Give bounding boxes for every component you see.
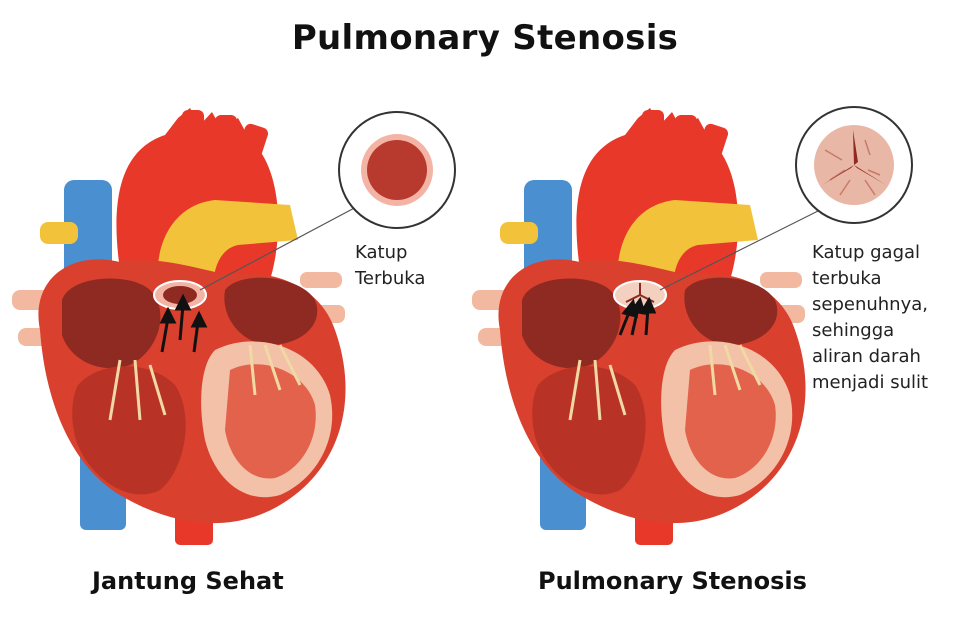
stenosis-heart-illustration — [472, 106, 913, 545]
healthy-heart-illustration — [12, 108, 456, 545]
narrowed-valve-opening — [822, 130, 886, 185]
aorta-branch-1 — [642, 110, 664, 150]
valve-open-lumen — [367, 140, 427, 200]
stenosis-heart-caption: Pulmonary Stenosis — [538, 567, 807, 595]
chordae-tendineae — [568, 344, 762, 421]
pointer-line — [199, 204, 361, 291]
left-atrium — [684, 277, 778, 345]
page-title: Pulmonary Stenosis — [291, 18, 679, 58]
pointer-line — [659, 204, 831, 291]
healthy-heart-panel: Katup Terbuka Jantung Sehat — [12, 108, 456, 595]
heart-drawing — [472, 108, 831, 545]
valve-texture — [824, 139, 881, 196]
fused-valve-leaflets — [625, 283, 655, 303]
left-atrium — [224, 277, 318, 345]
healthy-valve-note: Katup Terbuka — [355, 242, 426, 289]
blood-flow-arrows — [618, 296, 657, 336]
aorta-branch-2 — [215, 115, 237, 155]
healthy-heart-caption: Jantung Sehat — [92, 567, 284, 595]
left-ventricle-wall — [685, 364, 776, 479]
aorta-branch-3 — [235, 123, 269, 167]
stenosis-heart-panel: Katup gagal terbuka sepenuhnya, sehingga… — [470, 0, 955, 630]
pulmonary-artery-left-branch — [40, 222, 78, 244]
stenotic-valve-note: Katup gagal terbuka sepenuhnya, sehingga… — [812, 242, 929, 393]
aorta-branch-2 — [675, 115, 697, 155]
right-ventricle — [532, 366, 646, 495]
pulmonary-vein-right-upper — [300, 272, 342, 288]
pulmonary-artery-left-branch — [500, 222, 538, 244]
pulmonary-vein-right-upper — [760, 272, 802, 288]
left-ventricle-wall — [225, 364, 316, 479]
aorta-branch-3 — [695, 123, 729, 167]
right-atrium — [62, 278, 161, 369]
aorta-branch-1 — [182, 110, 204, 150]
valve-magnifier — [795, 106, 913, 224]
valve-opening — [163, 286, 197, 304]
valve-magnifier — [338, 111, 456, 229]
right-ventricle — [72, 366, 186, 495]
heart-drawing — [12, 108, 361, 545]
blood-flow-arrows — [159, 293, 208, 353]
chordae-tendineae — [108, 344, 302, 421]
right-atrium — [522, 278, 621, 369]
